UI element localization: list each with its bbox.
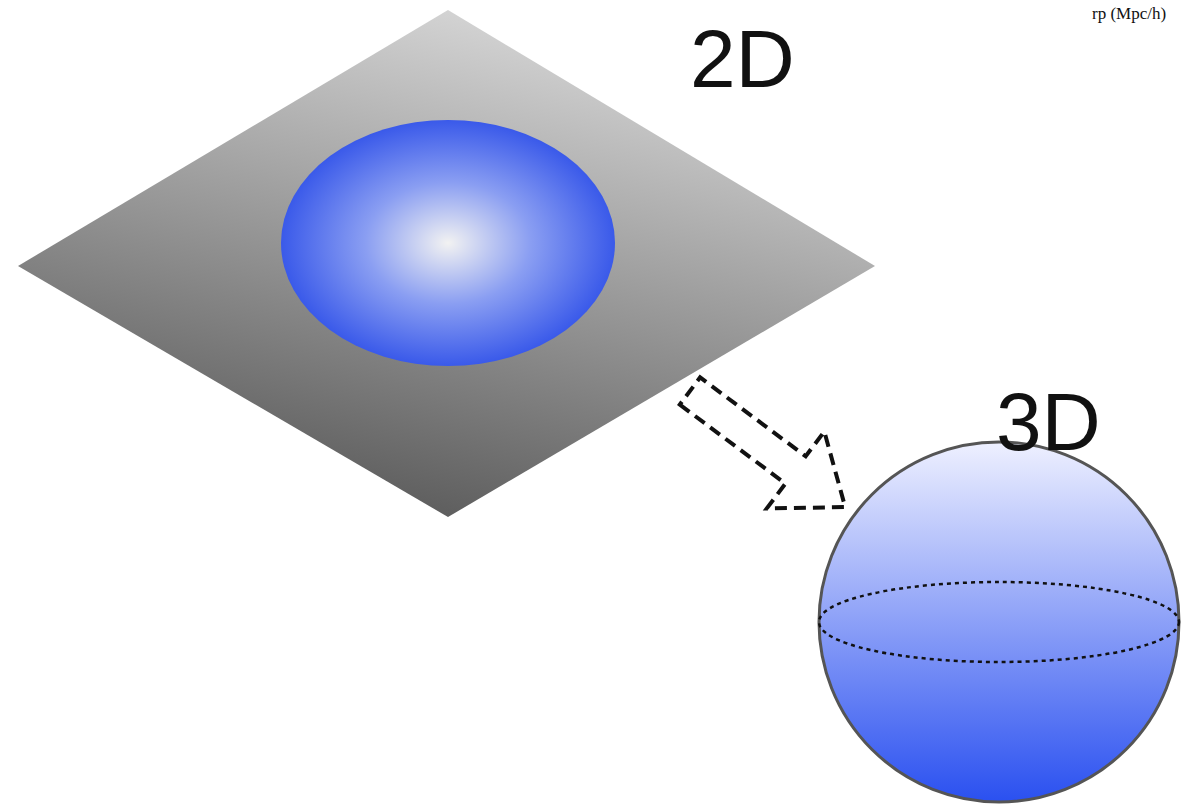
disc <box>281 120 615 366</box>
sphere-shape <box>819 442 1179 802</box>
sphere-3d: 3D <box>810 375 1182 805</box>
axis-label: rp (Mpc/h) <box>1092 4 1166 24</box>
dimension-heading: 2D <box>690 18 795 100</box>
dashed-block-arrow <box>680 377 845 508</box>
equator <box>819 582 1179 662</box>
dimension-heading: 3D <box>996 381 1101 463</box>
plane-shape <box>18 10 875 517</box>
plane-2d: 2D <box>18 10 876 518</box>
